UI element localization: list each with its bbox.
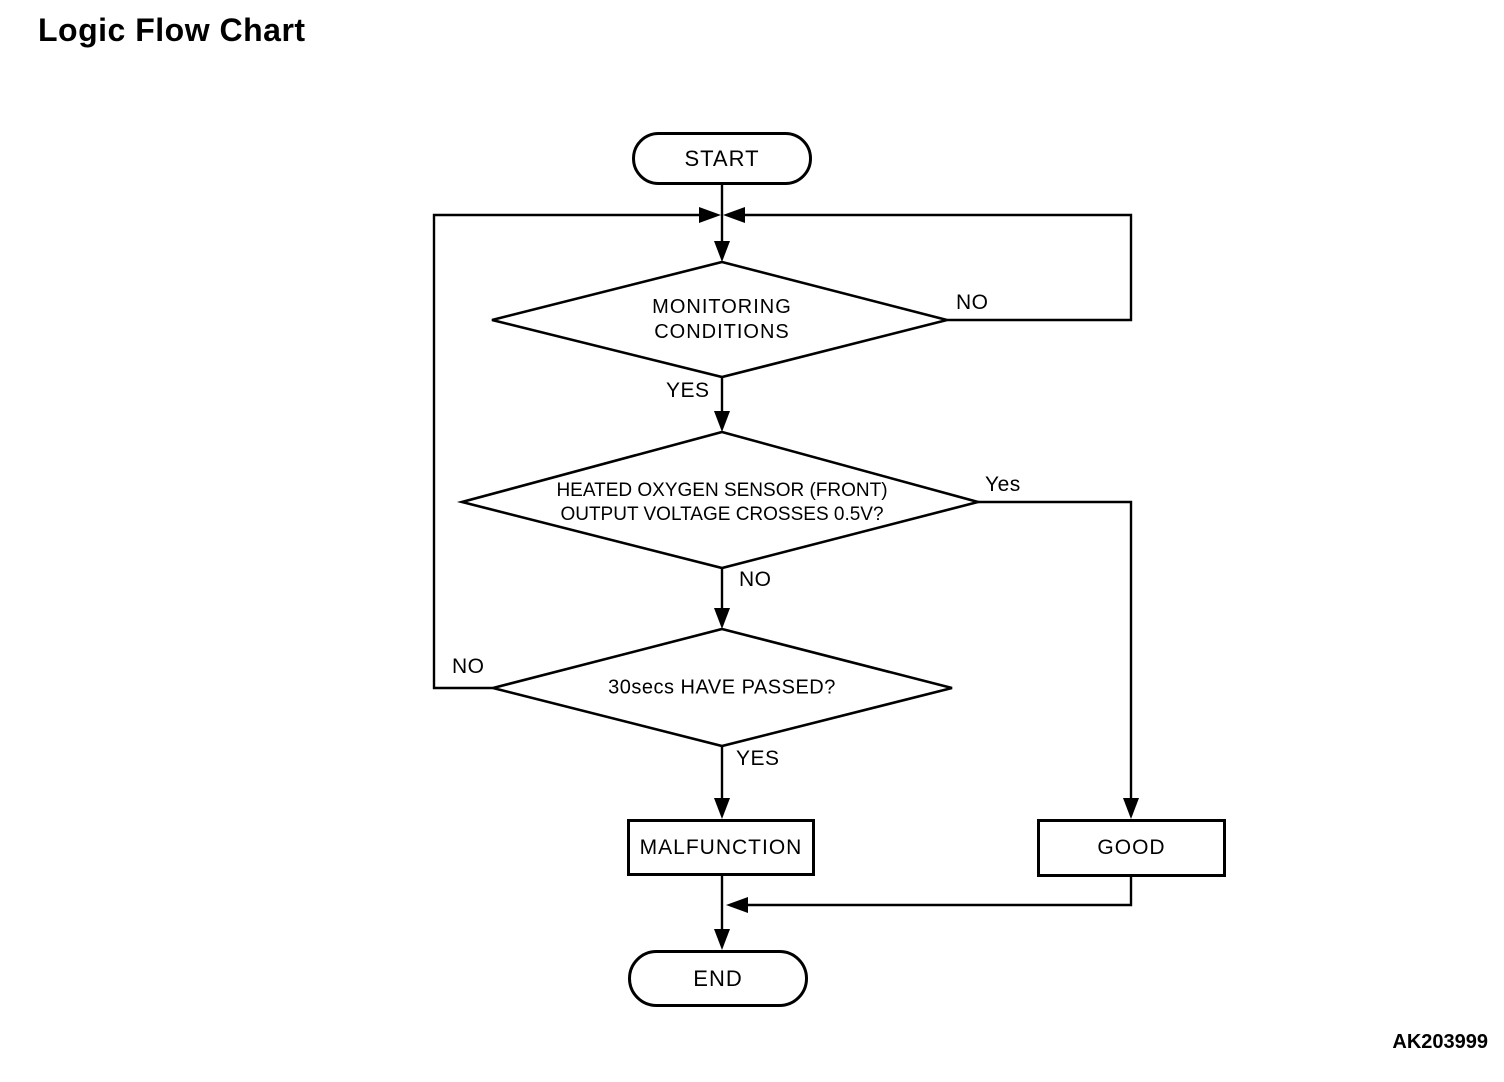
malfunction-label: MALFUNCTION bbox=[639, 835, 803, 859]
arrowhead-into-o2-sensor bbox=[714, 411, 730, 432]
decision-shapes bbox=[456, 260, 984, 748]
decision-o2-sensor-shape bbox=[456, 430, 984, 570]
figure-code: AK203999 bbox=[1392, 1031, 1488, 1053]
edge-good-merge bbox=[730, 877, 1133, 907]
arrowhead-into-timer bbox=[714, 608, 730, 629]
arrowhead-junction-from-right bbox=[723, 207, 745, 223]
edge-monitoring-no-loop bbox=[728, 213, 1133, 322]
edge-o2-yes-to-good bbox=[978, 500, 1133, 815]
page-title: Logic Flow Chart bbox=[38, 12, 306, 48]
decision-monitoring-label: MONITORING CONDITIONS bbox=[652, 296, 792, 343]
end-label: END bbox=[693, 965, 743, 991]
branch-label-o2-yes: Yes bbox=[985, 473, 1021, 496]
start-label: START bbox=[684, 145, 760, 171]
arrowhead-into-malfunction bbox=[714, 798, 730, 819]
flow-connectors bbox=[432, 185, 1133, 946]
decision-timer-shape bbox=[492, 627, 953, 748]
arrowhead-good-merge bbox=[726, 897, 748, 913]
decision-timer-label: 30secs HAVE PASSED? bbox=[608, 676, 836, 699]
branch-label-timer-no: NO bbox=[452, 655, 485, 678]
arrowhead-into-good bbox=[1123, 798, 1139, 819]
branch-label-monitoring-no: NO bbox=[956, 291, 989, 314]
end-terminator: END bbox=[628, 950, 808, 1007]
arrowhead-into-end bbox=[714, 929, 730, 950]
branch-label-timer-yes: YES bbox=[736, 747, 780, 770]
malfunction-process: MALFUNCTION bbox=[627, 819, 815, 876]
arrowhead-junction-from-left bbox=[699, 207, 721, 223]
edge-timer-no-loop bbox=[432, 213, 716, 690]
decision-monitoring-conditions-shape bbox=[491, 260, 948, 379]
arrowhead-into-monitoring bbox=[714, 241, 730, 262]
flow-arrowheads bbox=[699, 207, 1139, 950]
good-process: GOOD bbox=[1037, 819, 1226, 877]
branch-label-monitoring-yes: YES bbox=[666, 379, 710, 402]
decision-o2-sensor-label: HEATED OXYGEN SENSOR (FRONT) OUTPUT VOLT… bbox=[556, 480, 888, 525]
good-label: GOOD bbox=[1097, 836, 1166, 859]
start-terminator: START bbox=[632, 132, 812, 185]
branch-label-o2-no: NO bbox=[739, 568, 772, 591]
